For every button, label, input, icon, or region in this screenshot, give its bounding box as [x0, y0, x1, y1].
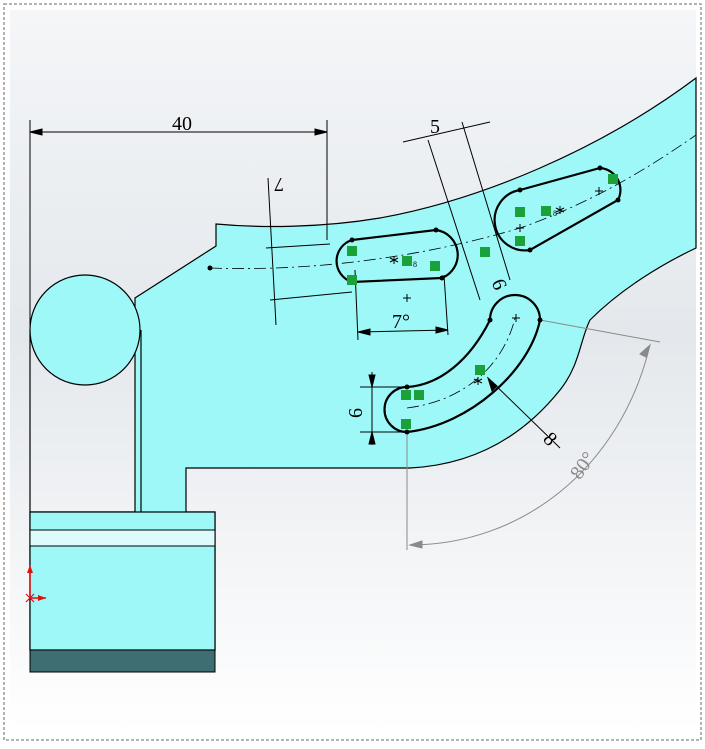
relation-icon[interactable] — [414, 390, 424, 400]
relation-index-right: 8 — [553, 209, 557, 218]
relation-index-upper: 8 — [413, 260, 417, 269]
relation-icon[interactable] — [347, 275, 357, 285]
relation-icons[interactable] — [347, 174, 618, 429]
relation-icon[interactable] — [402, 256, 412, 266]
dimension-layer — [29, 120, 561, 449]
relation-icon[interactable] — [515, 236, 525, 246]
relation-icon[interactable] — [608, 174, 618, 184]
frame-border — [3, 3, 702, 741]
relation-icon[interactable] — [515, 207, 525, 217]
dim-7-angle-label[interactable]: 7° — [392, 311, 410, 333]
centerlines — [209, 134, 697, 409]
center-marks — [389, 187, 603, 385]
relation-icon[interactable] — [401, 419, 411, 429]
relation-icon[interactable] — [430, 261, 440, 271]
dim-5-label[interactable]: 5 — [430, 116, 440, 138]
angle-80-dimension — [406, 319, 661, 550]
base-band — [29, 529, 216, 547]
dim-40-label[interactable]: 40 — [172, 113, 192, 135]
relation-icon[interactable] — [480, 247, 490, 257]
relation-icon[interactable] — [401, 390, 411, 400]
base-shadow — [29, 649, 216, 673]
dim-7-rotated-label[interactable]: 7 — [274, 173, 284, 195]
pivot-circle[interactable] — [29, 274, 141, 386]
dim-6-height-label[interactable]: 6 — [345, 408, 367, 418]
relation-icon[interactable] — [475, 365, 485, 375]
relation-icon[interactable] — [541, 206, 551, 216]
relation-icon[interactable] — [347, 246, 357, 256]
origin-icon[interactable] — [25, 565, 46, 603]
part-body[interactable] — [29, 76, 697, 651]
